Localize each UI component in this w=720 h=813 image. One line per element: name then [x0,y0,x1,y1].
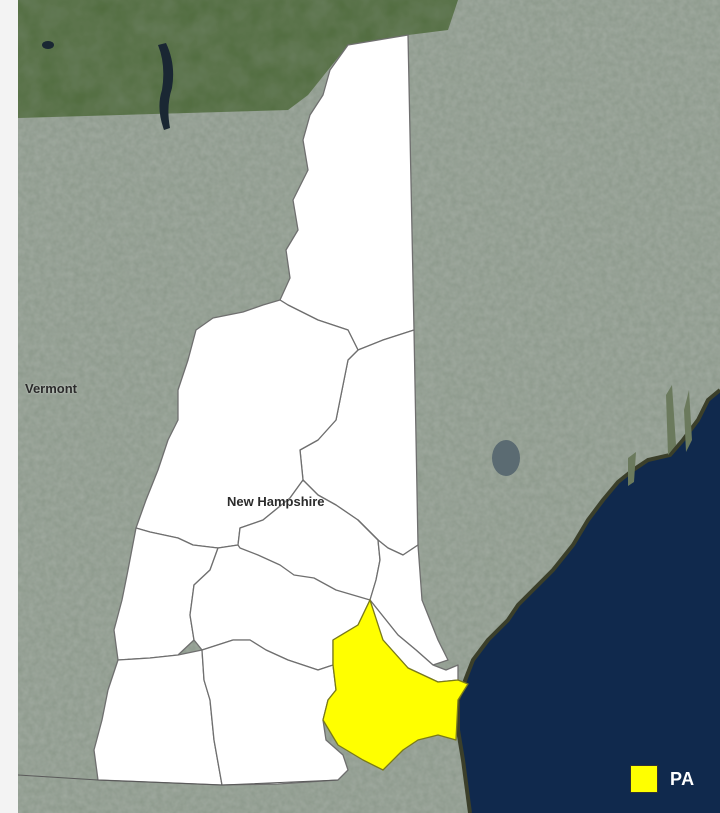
peninsula [628,452,636,486]
label-new-hampshire: New Hampshire [227,494,325,509]
county-hillsborough[interactable] [201,639,349,786]
county-rockingham[interactable] [322,599,469,771]
lake [42,41,54,49]
lake [158,43,174,130]
satellite-map[interactable] [18,0,720,813]
legend-swatch [630,765,658,793]
state-border [18,774,339,786]
county-belknap[interactable] [357,519,449,666]
map-frame[interactable]: Vermont New Hampshire PA [18,0,720,813]
lake [492,440,520,476]
county-layer[interactable] [93,34,469,786]
northern-region-texture [18,0,458,118]
legend: PA [630,764,695,794]
peninsula [684,390,692,452]
legend-label: PA [670,768,695,789]
peninsula [666,385,676,455]
label-vermont: Vermont [25,381,78,396]
ocean [458,390,720,813]
